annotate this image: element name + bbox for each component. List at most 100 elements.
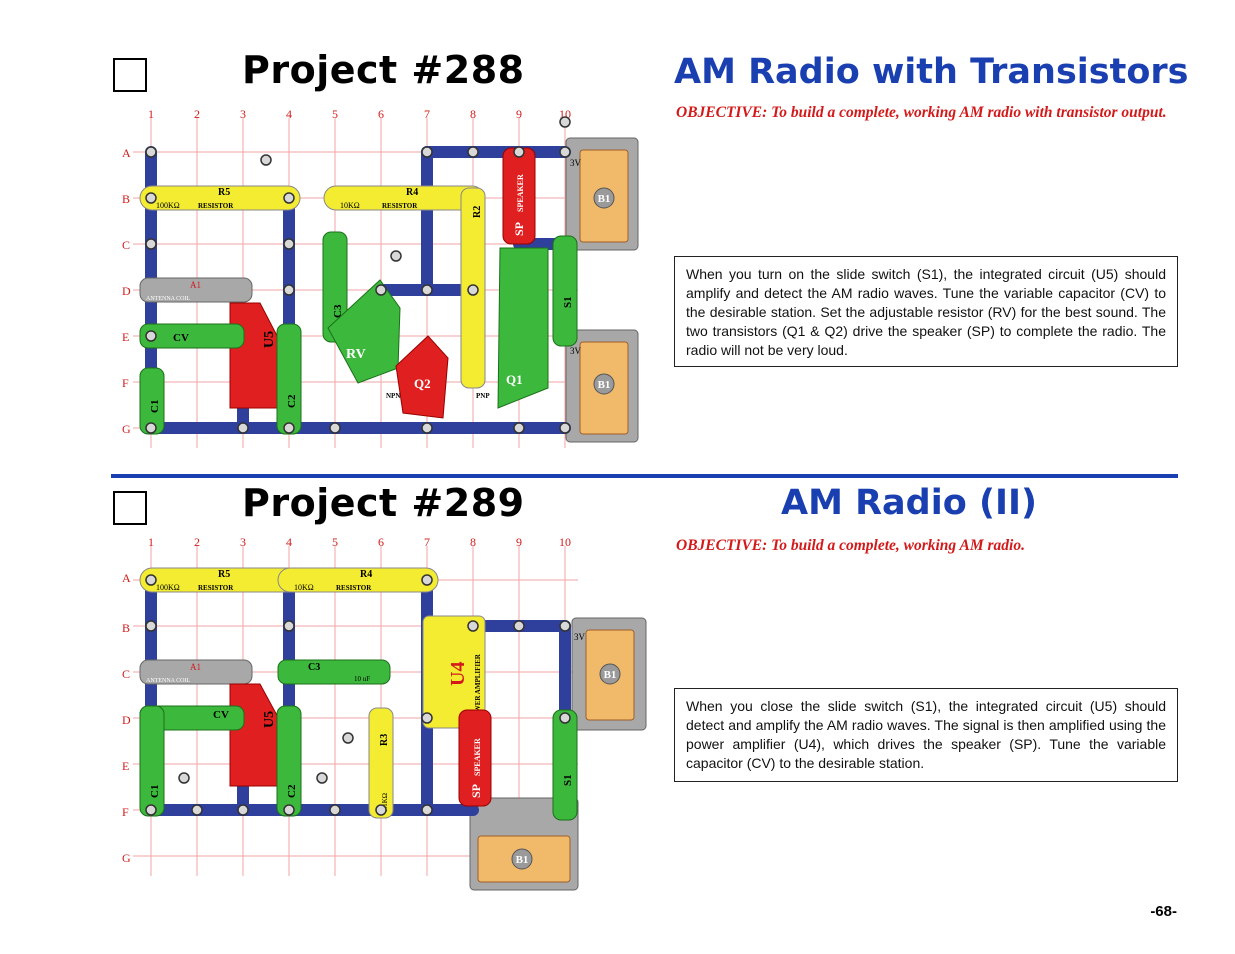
- row-label: F: [122, 805, 129, 819]
- col-label: 3: [240, 108, 246, 121]
- svg-text:C3: C3: [332, 304, 344, 318]
- variable-capacitor-cv: CV: [139, 705, 245, 731]
- adjustable-resistor-rv: RV: [327, 279, 401, 384]
- svg-text:NPN: NPN: [386, 392, 400, 400]
- project-288-circuit-diagram: 1 2 3 4 5 6 7 8 9 10 A B C D E F G B1 B1…: [122, 108, 639, 448]
- battery-holder: B1: [469, 797, 579, 891]
- svg-text:Q1: Q1: [506, 372, 523, 387]
- battery-holder: B1: [571, 617, 647, 731]
- svg-text:C1: C1: [149, 400, 161, 413]
- row-label: B: [122, 192, 130, 206]
- capacitor-c1: C1: [139, 367, 165, 435]
- col-label: 9: [516, 108, 522, 121]
- capacitor-c3: C3: [322, 231, 348, 343]
- svg-text:SPEAKER: SPEAKER: [516, 174, 525, 212]
- row-label: C: [122, 667, 130, 681]
- resistor-r4: R4 10KΩ RESISTOR: [277, 567, 439, 593]
- svg-text:B1: B1: [604, 669, 617, 681]
- row-label: G: [122, 422, 131, 436]
- col-label: 8: [470, 108, 476, 121]
- svg-text:ANTENNA COIL: ANTENNA COIL: [146, 296, 190, 302]
- svg-text:RESISTOR: RESISTOR: [336, 584, 372, 592]
- svg-text:CV: CV: [173, 332, 189, 344]
- project-288-number: Project #288: [242, 48, 525, 92]
- svg-text:Q2: Q2: [414, 376, 431, 391]
- row-label: A: [122, 146, 131, 160]
- svg-text:ANTENNA COIL: ANTENNA COIL: [146, 678, 190, 684]
- svg-text:B1: B1: [598, 379, 611, 391]
- svg-text:100KΩ: 100KΩ: [156, 201, 180, 210]
- capacitor-c2: C2: [276, 323, 302, 435]
- project-289-number: Project #289: [242, 481, 525, 525]
- row-label: D: [122, 284, 131, 298]
- project-289-checkbox[interactable]: [113, 491, 147, 525]
- col-label: 6: [378, 536, 384, 549]
- svg-text:3V: 3V: [570, 158, 582, 168]
- col-label: 10: [559, 536, 571, 549]
- resistor-r5: R5 100KΩ RESISTOR: [139, 567, 301, 593]
- svg-text:RESISTOR: RESISTOR: [198, 202, 234, 210]
- svg-text:A1: A1: [190, 662, 201, 672]
- svg-text:3V: 3V: [574, 632, 586, 642]
- row-label: A: [122, 571, 131, 585]
- col-label: 4: [286, 536, 292, 549]
- col-label: 6: [378, 108, 384, 121]
- row-label: D: [122, 713, 131, 727]
- svg-text:R3: R3: [379, 734, 390, 746]
- svg-text:SP: SP: [469, 784, 483, 798]
- svg-text:3V: 3V: [570, 346, 582, 356]
- col-label: 5: [332, 536, 338, 549]
- row-label: F: [122, 376, 129, 390]
- antenna-coil-a1: A1 ANTENNA COIL: [139, 277, 253, 303]
- svg-text:PNP: PNP: [476, 392, 490, 400]
- col-label: 7: [424, 536, 430, 549]
- col-label: 1: [148, 536, 154, 549]
- svg-text:U4: U4: [447, 662, 469, 686]
- power-amplifier-u4: U4 POWER AMPLIFIER: [422, 615, 486, 729]
- project-289-title: AM Radio (II): [781, 483, 1037, 523]
- svg-text:R4: R4: [406, 187, 418, 198]
- svg-text:10KΩ: 10KΩ: [340, 201, 360, 210]
- slide-switch-s1: S1: [552, 235, 578, 347]
- svg-text:A1: A1: [190, 280, 201, 290]
- col-label: 9: [516, 536, 522, 549]
- capacitor-c2: C2: [276, 705, 302, 817]
- col-label: 1: [148, 108, 154, 121]
- svg-text:S1: S1: [562, 774, 574, 786]
- svg-text:B1: B1: [598, 193, 611, 205]
- resistor-r4: R4 10KΩ RESISTOR: [323, 185, 485, 211]
- capacitor-c3: C3 10 uF: [277, 659, 391, 685]
- svg-text:SPEAKER: SPEAKER: [473, 738, 482, 776]
- antenna-coil-a1: A1 ANTENNA COIL: [139, 659, 253, 685]
- row-label: E: [122, 759, 129, 773]
- svg-text:5.1KΩ: 5.1KΩ: [381, 793, 389, 812]
- transistor-q1: Q1 PNP: [476, 247, 549, 409]
- svg-text:R2: R2: [472, 206, 483, 218]
- svg-text:C3: C3: [308, 662, 320, 673]
- svg-text:R4: R4: [360, 569, 372, 580]
- row-label: B: [122, 621, 130, 635]
- svg-text:100KΩ: 100KΩ: [156, 583, 180, 592]
- col-label: 5: [332, 108, 338, 121]
- battery-holder: B1: [565, 137, 639, 251]
- col-label: 2: [194, 536, 200, 549]
- svg-text:CV: CV: [213, 709, 229, 721]
- project-288-title: AM Radio with Transistors: [674, 52, 1189, 92]
- resistor-r3: R3 5.1KΩ: [368, 707, 394, 819]
- section-divider: [111, 474, 1178, 478]
- svg-text:R5: R5: [218, 569, 230, 580]
- resistor-r5: R5 100KΩ RESISTOR: [139, 185, 301, 211]
- slide-switch-s1: S1: [552, 709, 578, 821]
- svg-text:R5: R5: [218, 187, 230, 198]
- svg-text:S1: S1: [562, 296, 574, 308]
- svg-text:C2: C2: [286, 784, 298, 798]
- project-288-checkbox[interactable]: [113, 58, 147, 92]
- capacitor-c1: C1: [139, 705, 165, 817]
- page-number: -68-: [1150, 903, 1177, 920]
- speaker-sp: SP SPEAKER: [458, 709, 492, 807]
- variable-capacitor-cv: CV: [139, 323, 245, 349]
- svg-text:RV: RV: [346, 347, 366, 362]
- col-label: 4: [286, 108, 292, 121]
- project-288-objective: OBJECTIVE: To build a complete, working …: [676, 104, 1167, 121]
- row-label: C: [122, 238, 130, 252]
